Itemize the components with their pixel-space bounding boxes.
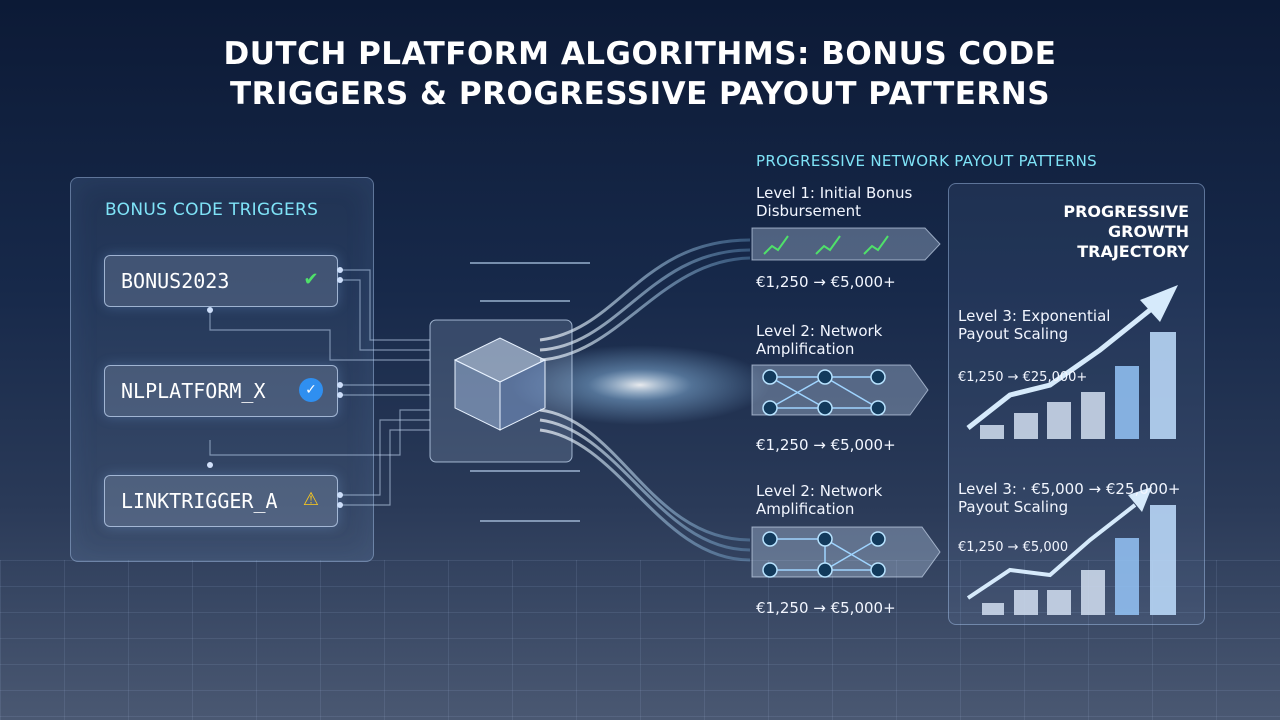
trajectory-title-line-3: TRAJECTORY [1077, 242, 1189, 261]
level-2-network-band-b [751, 526, 941, 578]
growth-trajectory-title: PROGRESSIVE GROWTH TRAJECTORY [1019, 202, 1189, 262]
code-box-bonus2023[interactable]: BONUS2023 ✔ [104, 255, 338, 307]
level-2a-title-line-2: Amplification [756, 340, 855, 358]
level-2-network-band-a [751, 364, 929, 416]
panel-heading: BONUS CODE TRIGGERS [105, 200, 319, 220]
level-3-exponential-title: Level 3: Exponential Payout Scaling [958, 307, 1110, 343]
title-line-1: DUTCH PLATFORM ALGORITHMS: BONUS CODE [223, 36, 1057, 72]
level-1-title-line-2: Disbursement [756, 202, 861, 220]
code-label: NLPLATFORM_X [121, 379, 266, 403]
level-3-bottom-line-2: Payout Scaling [958, 498, 1069, 516]
level-1-title-line-1: Level 1: Initial Bonus [756, 184, 913, 202]
code-label: LINKTRIGGER_A [121, 489, 278, 513]
title-line-2: TRIGGERS & PROGRESSIVE PAYOUT PATTERNS [229, 76, 1051, 112]
level-1-title: Level 1: Initial Bonus Disbursement [756, 184, 912, 220]
level-2a-title-line-1: Level 2: Network [756, 322, 883, 340]
level-2b-title-line-1: Level 2: Network [756, 482, 883, 500]
level-3-top-line-1: Level 3: Exponential [958, 307, 1111, 325]
payout-patterns-heading: PROGRESSIVE NETWORK PAYOUT PATTERNS [756, 152, 1097, 170]
verified-badge-icon: ✓ [299, 378, 323, 402]
trajectory-title-line-1: PROGRESSIVE [1063, 202, 1189, 221]
bonus-code-triggers-panel: BONUS CODE TRIGGERS BONUS2023 ✔ NLPLATFO… [70, 177, 374, 562]
processor-cube-icon [429, 319, 573, 463]
check-icon: ✔ [303, 269, 319, 290]
growth-bars-top [966, 285, 1178, 439]
grid-floor [0, 560, 1280, 720]
bottom-chart-annotation: €1,250 → €5,000 [958, 540, 1069, 555]
trajectory-title-line-2: GROWTH [1107, 222, 1189, 241]
growth-bars-bottom [966, 487, 1176, 615]
level-2a-title: Level 2: Network Amplification [756, 322, 882, 358]
level-3-top-line-2: Payout Scaling [958, 325, 1069, 343]
growth-trajectory-panel: PROGRESSIVE GROWTH TRAJECTORY [948, 183, 1205, 625]
level-2a-amount: €1,250 → €5,000+ [756, 436, 896, 454]
page-title: DUTCH PLATFORM ALGORITHMS: BONUS CODE TR… [0, 34, 1280, 114]
code-box-linktrigger-a[interactable]: LINKTRIGGER_A ⚠ [104, 475, 338, 527]
level-2b-title-line-2: Amplification [756, 500, 855, 518]
code-label: BONUS2023 [121, 269, 230, 293]
top-chart-annotation: €1,250 → €25,000+ [958, 370, 1088, 385]
level-1-amount: €1,250 → €5,000+ [756, 273, 896, 291]
circuit-lines [209, 269, 430, 506]
level-3-payout-title: Level 3: · €5,000 → €25,000+ Payout Scal… [958, 480, 1180, 516]
level-2b-amount: €1,250 → €5,000+ [756, 599, 896, 617]
level-1-band [751, 227, 941, 261]
code-box-nlplatform-x[interactable]: NLPLATFORM_X ✓ [104, 365, 338, 417]
level-3-bottom-line-1: Level 3: · €5,000 → €25,000+ [958, 480, 1181, 498]
level-2b-title: Level 2: Network Amplification [756, 482, 882, 518]
warning-icon: ⚠ [302, 489, 320, 510]
